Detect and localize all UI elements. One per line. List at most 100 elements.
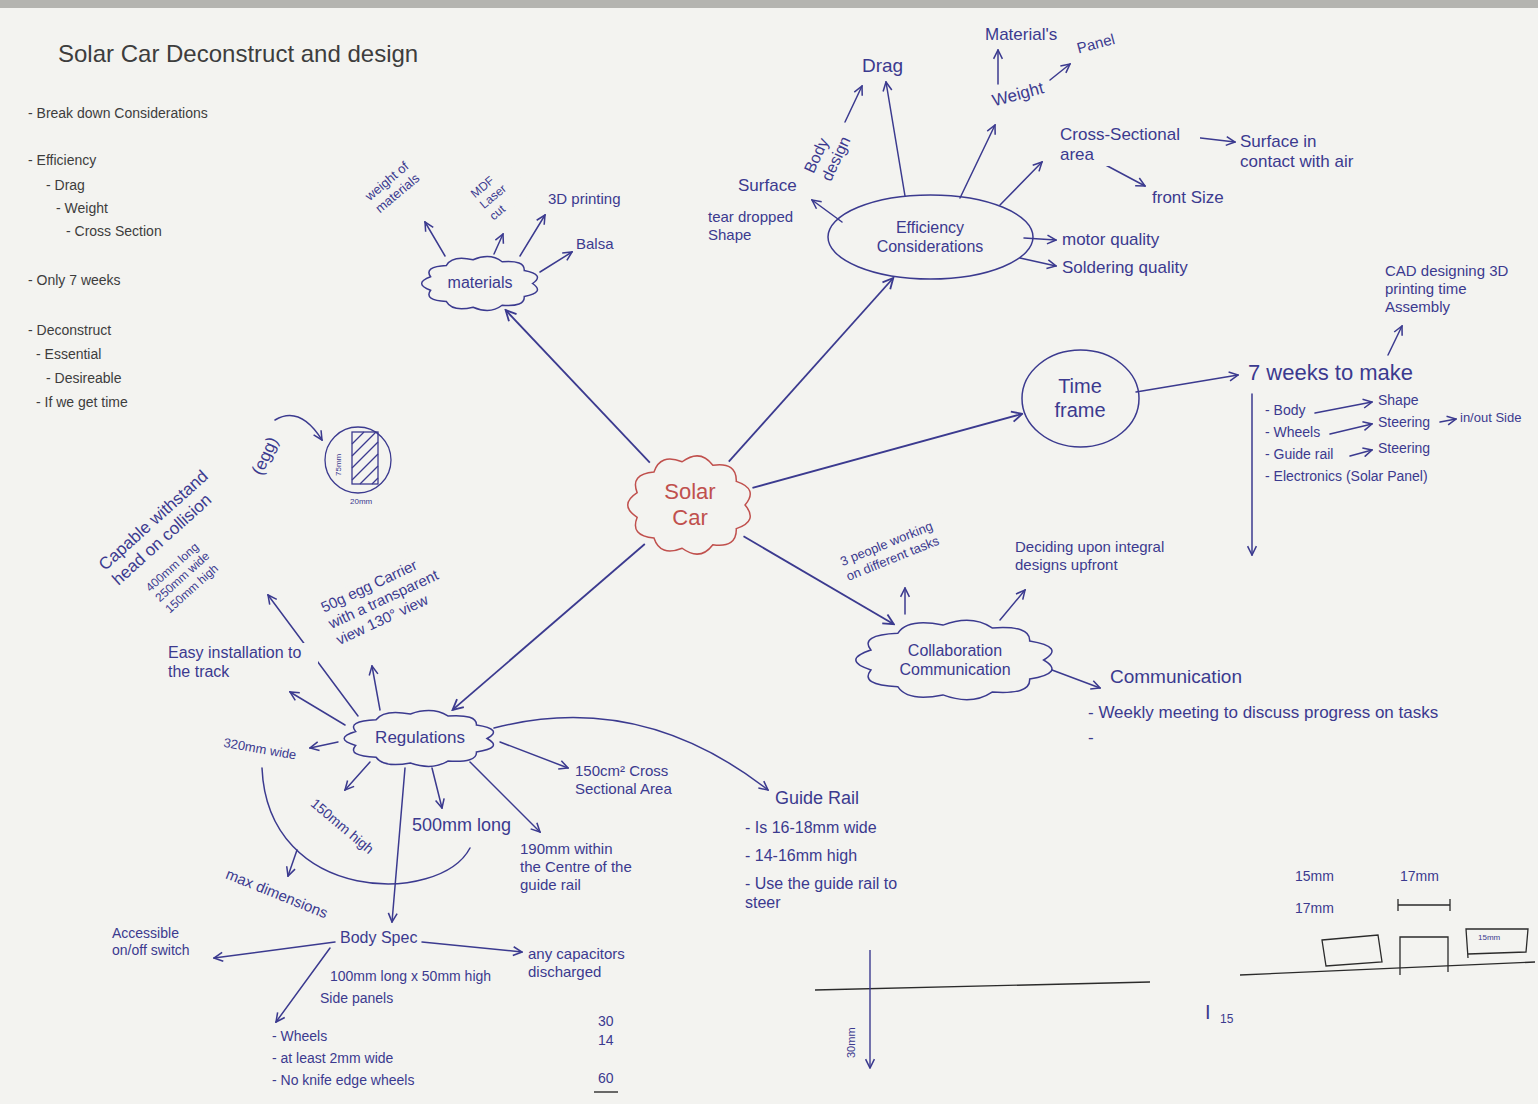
branch-label: Drag xyxy=(862,55,903,78)
branch-label: - xyxy=(1088,728,1094,748)
leader-arrow xyxy=(214,942,335,958)
note-text: - Cross Section xyxy=(66,223,162,240)
branch-label: motor quality xyxy=(1062,230,1159,250)
leader-arrow xyxy=(1024,238,1056,240)
cloud-node: Collaboration Communication xyxy=(853,618,1058,702)
branch-label: Surface in contact with air xyxy=(1240,132,1370,173)
leader-arrow xyxy=(1052,670,1100,688)
branch-label: 3 people working on different tasks xyxy=(838,513,954,584)
note-text: - Only 7 weeks xyxy=(28,272,121,289)
egg-carrier xyxy=(352,432,378,484)
branch-label: tear dropped Shape xyxy=(708,208,808,244)
leader-arrow xyxy=(372,666,380,710)
node-text: Efficiency Considerations xyxy=(868,218,993,256)
leader-arrow xyxy=(425,222,445,256)
branch-label: 7 weeks to make xyxy=(1248,360,1413,386)
branch-label: Weight xyxy=(990,78,1046,111)
profile-sketch xyxy=(1240,899,1535,975)
branch-label: - Electronics (Solar Panel) xyxy=(1265,468,1428,485)
base-line xyxy=(1240,962,1535,975)
cloud-node: Regulations xyxy=(342,709,498,768)
branch-connector xyxy=(752,414,1022,488)
branch-label: I xyxy=(1205,1000,1211,1024)
node-text: Regulations xyxy=(375,728,465,748)
note-text: - Desireable xyxy=(46,370,121,387)
leader-arrows xyxy=(214,50,1456,1022)
leader-arrow xyxy=(1350,450,1372,456)
branch-label: Shape xyxy=(1378,392,1418,409)
branch-label: 17mm xyxy=(1400,868,1439,885)
branch-label: (egg) xyxy=(248,434,283,479)
branch-label: Surface xyxy=(738,176,797,196)
branch-label: 100mm long x 50mm high xyxy=(330,968,491,985)
branch-label: 60 xyxy=(598,1070,614,1087)
branch-label: Body Spec xyxy=(340,928,417,947)
track-line xyxy=(815,982,1150,990)
branch-label: in/out Side xyxy=(1460,410,1521,426)
note-text: - If we get time xyxy=(36,394,128,411)
leader-arrow xyxy=(1020,258,1056,266)
ellipse-shape xyxy=(1022,350,1139,447)
cloud-shape xyxy=(344,710,493,766)
leader-arrow xyxy=(276,948,330,1022)
branch-label: Guide Rail xyxy=(775,788,859,810)
branch-label: 320mm wide xyxy=(222,735,297,763)
leader-arrow xyxy=(1251,394,1253,555)
leader-arrow xyxy=(494,234,503,254)
cloud-outline xyxy=(853,618,1058,702)
paper-edge xyxy=(0,0,1538,8)
egg-outline xyxy=(325,427,391,493)
branch-label: 15mm xyxy=(1295,868,1334,885)
leader-arrow xyxy=(392,768,405,922)
leader-arrow xyxy=(422,942,522,952)
hatching xyxy=(352,432,378,484)
branch-label: 3D printing xyxy=(548,190,621,208)
leader-arrow xyxy=(960,125,995,198)
note-text: - Essential xyxy=(36,346,101,363)
fraction-line xyxy=(594,1091,618,1092)
leader-arrow xyxy=(540,252,572,272)
branch-connector xyxy=(729,278,893,462)
profile-shape xyxy=(1466,929,1528,958)
node-text: Solar Car xyxy=(655,479,725,532)
branch-connector xyxy=(453,544,645,710)
ellipse-shape xyxy=(828,195,1033,279)
branch-label: Body design xyxy=(800,115,859,184)
branch-label: Steering xyxy=(1378,414,1430,431)
leader-arrow xyxy=(886,82,905,196)
ellipse-outline xyxy=(1022,350,1139,447)
branch-label: - Body xyxy=(1265,402,1305,419)
leader-arrow xyxy=(345,762,370,790)
branch-label: 20mm xyxy=(350,497,372,507)
branch-label: 150cm² Cross Sectional Area xyxy=(575,762,695,798)
rail-sketch xyxy=(594,950,1150,1092)
branch-label: Cross-Sectional area xyxy=(1060,125,1200,166)
branch-label: CAD designing 3D printing time Assembly xyxy=(1385,262,1535,316)
cloud-node: materials xyxy=(420,255,541,312)
branch-label: 50g egg Carrier with a transparent view … xyxy=(318,545,459,649)
profile-shape xyxy=(1400,937,1448,975)
branch-label: - Is 16-18mm wide xyxy=(745,818,877,837)
leader-arrow xyxy=(1136,375,1238,392)
oval-node: Efficiency Considerations xyxy=(828,195,1033,279)
leader-arrow xyxy=(500,742,568,768)
dimension-line xyxy=(1398,899,1450,911)
cloud-node: Solar Car xyxy=(626,453,754,557)
branch-label: Communication xyxy=(1110,666,1242,689)
branch-label: 15 xyxy=(1220,1012,1233,1026)
node-text: materials xyxy=(448,273,513,292)
leader-arrow xyxy=(904,588,906,614)
node-text: Collaboration Communication xyxy=(893,641,1018,679)
leader-arrow xyxy=(1315,402,1372,413)
branch-label: - Weekly meeting to discuss progress on … xyxy=(1088,703,1438,723)
branch-label: - Guide rail xyxy=(1265,446,1333,463)
branch-label: 75mm xyxy=(334,454,344,476)
branch-label: 190mm within the Centre of the guide rai… xyxy=(520,840,632,894)
leader-arrow xyxy=(845,86,862,122)
note-text: - Efficiency xyxy=(28,152,96,169)
note-text: - Drag xyxy=(46,177,85,194)
note-text: - Deconstruct xyxy=(28,322,111,339)
branch-label: front Size xyxy=(1152,188,1224,208)
leader-arrow xyxy=(1440,419,1456,422)
